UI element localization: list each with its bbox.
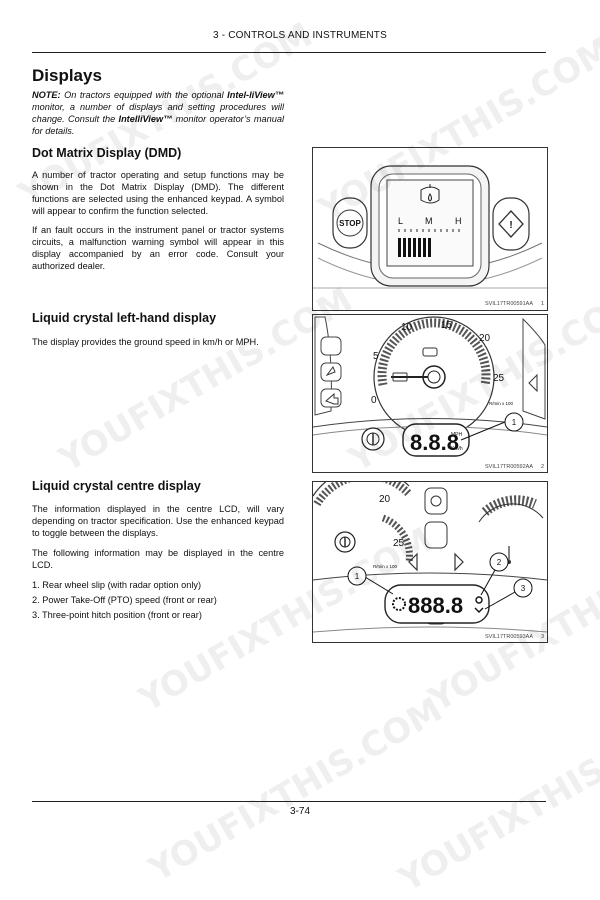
footer-rule — [32, 801, 546, 802]
lcd-left-caption-code: SVIL17TR00592AA — [484, 464, 533, 470]
range-label-h: H — [455, 216, 462, 226]
pto-icon — [430, 495, 442, 507]
dmd-paragraph-1: A number of tractor operating and setup … — [32, 170, 284, 216]
note-intelliview-2: IntelliView™ — [118, 114, 173, 124]
pto-speed-icon — [475, 596, 483, 604]
watermark: YOUFIXTHIS.COM — [142, 689, 450, 891]
gauge-label-25: 25 — [393, 538, 405, 549]
lcd-left-caption-index: 2 — [540, 464, 544, 470]
callout-2-label: 2 — [497, 558, 502, 567]
dmd-illustration: STOP ! L M H — [313, 165, 547, 289]
arrow-left-icon — [325, 392, 339, 405]
range-label-l: L — [398, 216, 403, 226]
lcd-left-illustration: 10 15 20 5 25 0 R/min x 100 8.8.8 MPH Km… — [313, 316, 547, 457]
hitch-position-icon — [474, 607, 484, 613]
callout-3-label: 3 — [521, 584, 526, 593]
lcd-left-figure: 10 15 20 5 25 0 R/min x 100 8.8.8 MPH Km… — [312, 314, 548, 473]
note-paragraph: NOTE: On tractors equipped with the opti… — [32, 89, 284, 137]
range-label-m: M — [425, 216, 433, 226]
callout-1 — [504, 412, 524, 432]
battery-icon — [392, 372, 408, 382]
speed-digits: 8.8.8 — [410, 430, 459, 455]
lcd-centre-caption-code: SVIL17TR00593AA — [484, 634, 533, 640]
gauge-label-20: 20 — [479, 333, 491, 344]
dmd-paragraph-2: If an fault occurs in the instrument pan… — [32, 225, 284, 271]
dmd-figure: STOP ! L M H SVIL17TR00591AA 1 — [312, 147, 548, 311]
centre-digits: 888.8 — [408, 593, 463, 618]
turn-signal-icon — [325, 365, 336, 377]
note-text-3: monitor operator’s manual for details. — [32, 114, 284, 136]
note-label: NOTE: — [32, 90, 61, 100]
unit-mph: MPH — [451, 432, 463, 438]
lcd-centre-figure: 20 25 R/min x 100 888.8 1 2 3 SVIL17TR00… — [312, 481, 548, 643]
callout-1-label: 1 — [355, 572, 360, 581]
callout-1-label: 1 — [512, 418, 517, 427]
dmd-caption-index: 1 — [540, 301, 544, 307]
centre-lcd — [384, 584, 490, 624]
oil-pressure-icon — [420, 184, 440, 204]
note-text-2: monitor, a number of displays and settin… — [32, 102, 284, 124]
list-item: 3. Three-point hitch position (front or … — [32, 610, 202, 620]
warning-diamond-icon — [498, 210, 524, 238]
callout-1 — [347, 566, 367, 586]
page-title: Displays — [32, 66, 102, 85]
lcd-centre-heading: Liquid crystal centre display — [32, 479, 201, 493]
arrow-right-icon — [528, 373, 538, 393]
lcd-centre-paragraph-2: The following information may be display… — [32, 548, 284, 570]
speed-lcd — [402, 423, 470, 457]
gauge-label-5: 5 — [373, 351, 379, 362]
note-text-1: On tractors equipped with the optional — [60, 90, 228, 100]
list-item: 2. Power Take-Off (PTO) speed (front or … — [32, 595, 217, 605]
bar-graph-icon — [398, 238, 431, 257]
svg-text:!: ! — [509, 220, 512, 231]
header-rule — [32, 52, 546, 53]
arrow-right-icon — [454, 552, 464, 572]
dmd-heading: Dot Matrix Display (DMD) — [32, 146, 182, 160]
callout-2 — [489, 552, 509, 572]
unit-kmh: Km/h — [451, 446, 463, 452]
wheel-slip-icon — [392, 597, 406, 611]
gauge-label-10: 10 — [401, 322, 413, 333]
list-item: 1. Rear wheel slip (with radar option on… — [32, 580, 202, 590]
arrow-left-icon — [408, 552, 418, 572]
rpm-label: R/min x 100 — [489, 401, 514, 406]
gauge-label-0: 0 — [371, 395, 377, 406]
page-number: 3-74 — [289, 806, 310, 817]
page-header: 3 - CONTROLS AND INSTRUMENTS — [213, 30, 387, 41]
lcd-left-heading: Liquid crystal left-hand display — [32, 311, 217, 325]
rpm-label: R/min x 100 — [373, 564, 398, 569]
tractor-icon — [422, 347, 438, 357]
watermark: YOUFIXTHIS.COM — [392, 699, 600, 900]
gauge-label-20: 20 — [379, 494, 391, 505]
note-intelliview-1: Intel-liView™ — [227, 90, 284, 100]
lcd-centre-illustration: 20 25 R/min x 100 888.8 1 2 3 — [313, 482, 547, 633]
gauge-label-25: 25 — [493, 373, 505, 384]
lcd-centre-caption-index: 3 — [540, 634, 544, 640]
gauge-label-15: 15 — [441, 320, 453, 331]
dmd-caption-code: SVIL17TR00591AA — [484, 301, 533, 307]
callout-3 — [513, 578, 533, 598]
stop-label: STOP — [339, 219, 361, 228]
lcd-left-paragraph: The display provides the ground speed in… — [32, 337, 259, 347]
lcd-centre-list: 1. Rear wheel slip (with radar option on… — [32, 580, 292, 625]
lcd-centre-paragraph-1: The information displayed in the centre … — [32, 504, 284, 538]
